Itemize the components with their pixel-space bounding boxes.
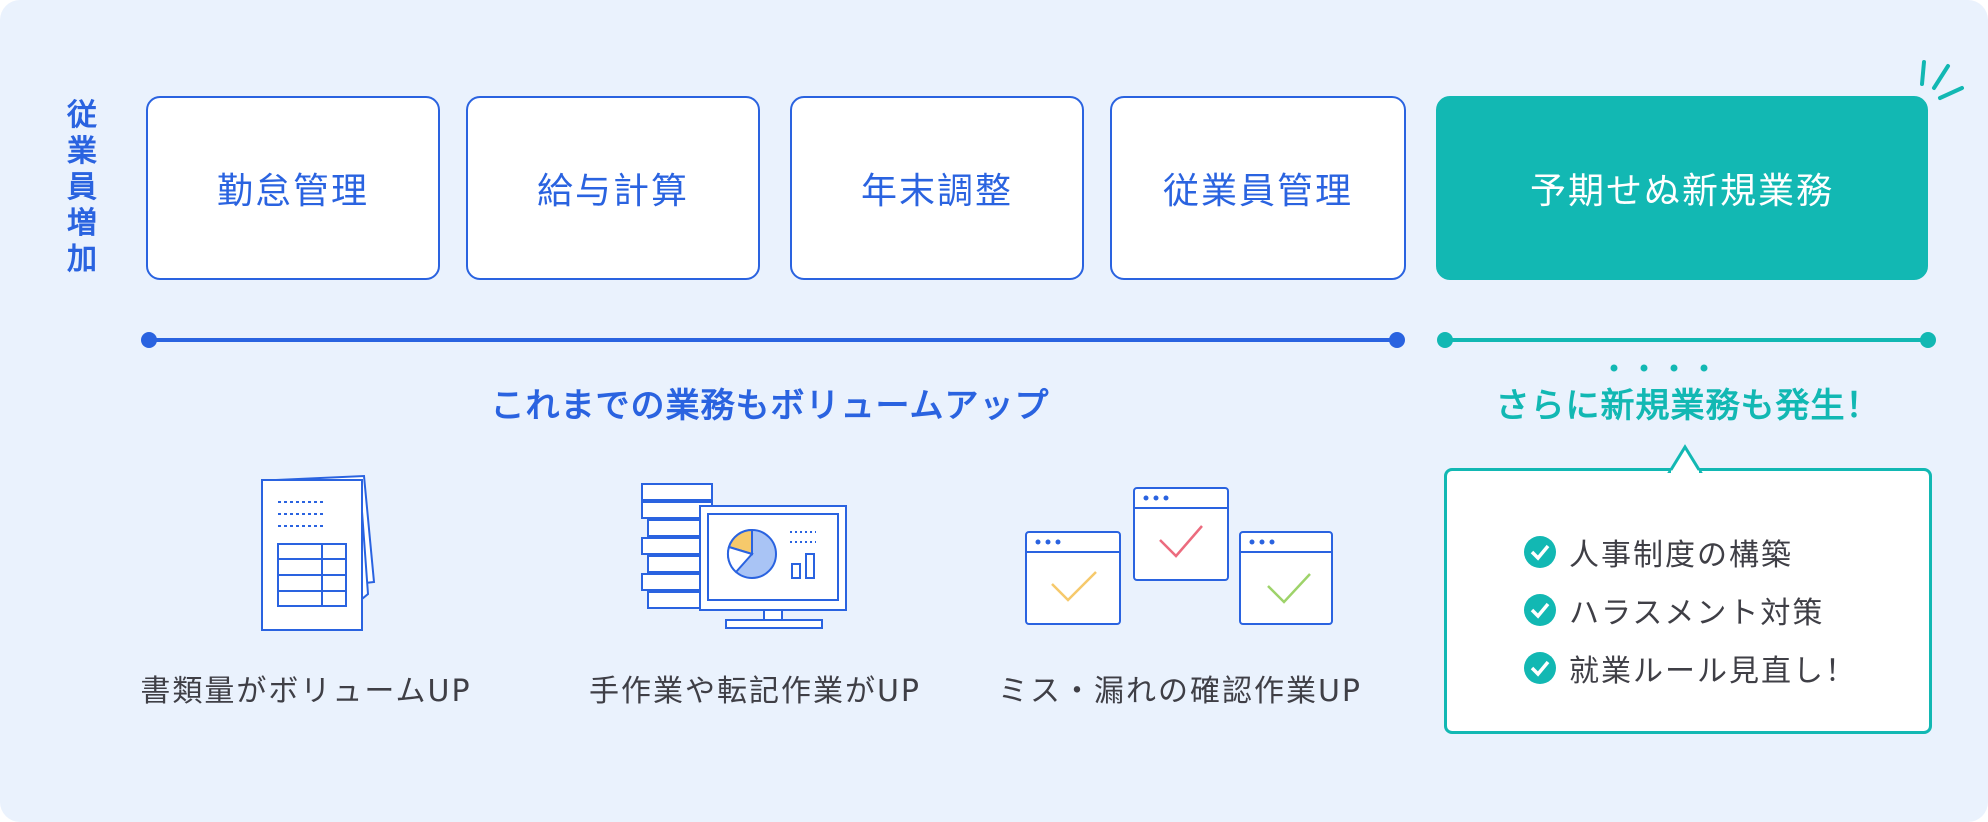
- task-box-employee-mgmt: 従業員管理: [1110, 96, 1406, 280]
- timeline-dot: [141, 332, 157, 348]
- task-box-attendance: 勤怠管理: [146, 96, 440, 280]
- side-label-char: 増: [67, 206, 97, 241]
- task-label: 予期せぬ新規業務: [1529, 171, 1834, 212]
- list-item: 人事制度の構築: [1523, 523, 1857, 581]
- side-label-char: 従: [67, 98, 97, 133]
- task-label: 給与計算: [536, 171, 689, 212]
- documents-icon: [261, 474, 376, 631]
- icon-caption: 手作業や転記作業がUP: [588, 674, 922, 709]
- timeline-dot: [1389, 332, 1405, 348]
- check-circle-icon: [1524, 594, 1556, 626]
- emphasis-dots: [1610, 364, 1708, 372]
- new-work-text: さらに新規業務も発生！: [1495, 386, 1881, 426]
- side-label-char: 加: [67, 242, 97, 277]
- task-label: 勤怠管理: [216, 171, 369, 212]
- task-label: 従業員管理: [1162, 171, 1353, 212]
- checklist-windows-icon: [1025, 487, 1333, 625]
- check-circle-icon: [1524, 652, 1556, 684]
- icon-caption: 書類量がボリュームUP: [140, 674, 472, 709]
- task-label: 年末調整: [860, 171, 1013, 212]
- task-box-unexpected-new: 予期せぬ新規業務: [1436, 96, 1928, 280]
- new-tasks-box: 人事制度の構築 ハラスメント対策 就業ルール見直し！: [1444, 444, 1932, 734]
- task-box-year-end: 年末調整: [790, 96, 1084, 280]
- list-item: ハラスメント対策: [1523, 581, 1857, 639]
- side-label-char: 業: [67, 134, 97, 169]
- task-box-payroll: 給与計算: [466, 96, 760, 280]
- list-item-label: ハラスメント対策: [1569, 596, 1825, 631]
- existing-work-volume-text: これまでの業務もボリュームアップ: [490, 386, 1050, 426]
- timeline-dot: [1437, 332, 1453, 348]
- sparkle-icon: [1920, 60, 1964, 100]
- timeline-dot: [1920, 332, 1936, 348]
- check-circle-icon: [1524, 536, 1556, 568]
- list-item-label: 人事制度の構築: [1569, 538, 1793, 573]
- speech-pointer: [1667, 444, 1703, 473]
- list-item: 就業ルール見直し！: [1523, 639, 1857, 697]
- icon-caption: ミス・漏れの確認作業UP: [997, 674, 1363, 709]
- employee-increase-label: 従 業 員 増 加: [62, 98, 102, 278]
- computer-manual-work-icon: [641, 483, 847, 629]
- new-tasks-list: 人事制度の構築 ハラスメント対策 就業ルール見直し！: [1523, 523, 1857, 697]
- timeline: [141, 332, 1936, 348]
- list-item-label: 就業ルール見直し！: [1569, 654, 1857, 689]
- side-label-char: 員: [67, 170, 97, 205]
